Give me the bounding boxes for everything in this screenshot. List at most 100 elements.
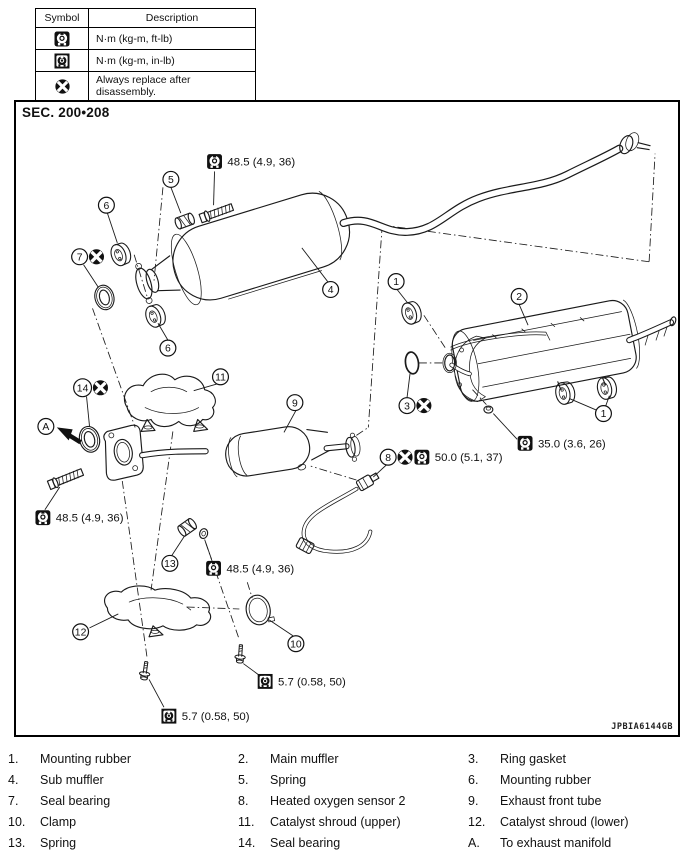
svg-text:9: 9 — [292, 398, 298, 409]
callout-13: 13 — [161, 554, 179, 572]
part-item: A. To exhaust manifold — [460, 832, 694, 853]
exploded-exhaust-diagram: 5 6 7 6 4 1 2 3 1 8 14 A 11 9 13 12 10 4… — [34, 132, 677, 725]
torque-ftlb-icon — [517, 435, 534, 452]
legend-description: N·m (kg-m, ft-lb) — [88, 27, 256, 50]
torque-label-front-flange-bolt: 48.5 (4.9, 36) — [34, 509, 124, 526]
part-item: 5. Spring — [230, 769, 460, 790]
part-item: 13.Spring — [0, 832, 230, 853]
torque-ftlb-icon — [413, 449, 430, 466]
part-item: 9. Exhaust front tube — [460, 790, 694, 811]
svg-text:5.7 (0.58, 50): 5.7 (0.58, 50) — [278, 676, 346, 688]
part-name: Sub muffler — [40, 772, 104, 787]
svg-text:48.5 (4.9, 36): 48.5 (4.9, 36) — [226, 563, 294, 575]
replace-icon — [415, 397, 432, 414]
torque-inlb-icon — [257, 673, 274, 690]
part-item: 10.Clamp — [0, 811, 230, 832]
part-number: 11. — [238, 814, 255, 829]
svg-text:48.5 (4.9, 36): 48.5 (4.9, 36) — [56, 513, 124, 525]
part-number: 5. — [238, 772, 249, 787]
part-name: Seal bearing — [270, 835, 341, 850]
part-number: 4. — [8, 772, 19, 787]
part-name: Mounting rubber — [40, 751, 132, 766]
callout-6b: 6 — [159, 339, 177, 357]
callout-10: 10 — [287, 635, 305, 653]
legend-row: N·m (kg-m, in-lb) — [35, 49, 256, 72]
part-item: 4. Sub muffler — [0, 769, 230, 790]
bolt-front-flange — [46, 468, 85, 491]
legend-row: N·m (kg-m, ft-lb) — [35, 27, 256, 50]
part-number: 12. — [468, 814, 486, 829]
replace-icon — [88, 248, 105, 265]
construction-lines — [92, 153, 656, 658]
torque-label-oxygen-sensor: 50.0 (5.1, 37) — [413, 449, 503, 466]
replace-icon — [92, 379, 109, 396]
diagram-frame: 5 6 7 6 4 1 2 3 1 8 14 A 11 9 13 12 10 4… — [14, 100, 680, 737]
part-item: 8. Heated oxygen sensor 2 — [230, 790, 460, 811]
catalytic-converter — [225, 426, 331, 478]
legend-description: N·m (kg-m, in-lb) — [88, 49, 256, 72]
torque-ftlb-icon — [205, 560, 222, 577]
part-name: Exhaust front tube — [500, 793, 602, 808]
callout-14: 14 — [73, 378, 93, 398]
part-number: 9. — [468, 793, 479, 808]
part-name: Spring — [270, 772, 307, 787]
callout-3: 3 — [398, 397, 416, 415]
part-name: Heated oxygen sensor 2 — [270, 793, 406, 808]
svg-text:8: 8 — [385, 453, 391, 464]
svg-text:1: 1 — [601, 409, 607, 420]
ring-gasket-3 — [404, 351, 420, 375]
callout-6a: 6 — [97, 196, 115, 214]
callout-5: 5 — [162, 170, 180, 188]
sensor-connector — [295, 537, 315, 554]
torque-label-shroud-bolt: 5.7 (0.58, 50) — [160, 708, 250, 725]
svg-text:3: 3 — [404, 401, 410, 412]
parts-list: 1. Mounting rubber 2. Main muffler 3.Ring … — [0, 748, 694, 853]
replace-icon — [55, 79, 70, 94]
callout-4: 4 — [322, 280, 340, 299]
mounting-rubber-1c — [594, 374, 619, 402]
svg-text:6: 6 — [104, 201, 110, 212]
part-name: Ring gasket — [500, 751, 567, 766]
part-name: To exhaust manifold — [500, 835, 612, 850]
torque-label-sub-muffler-bolt: 48.5 (4.9, 36) — [206, 153, 295, 170]
part-number: 7. — [8, 793, 19, 808]
part-number: 1. — [8, 751, 19, 766]
torque-inlb-icon — [160, 708, 177, 725]
callout-A: A — [37, 417, 55, 435]
part-item: 12.Catalyst shroud (lower) — [460, 811, 694, 832]
svg-text:10: 10 — [290, 639, 302, 650]
mounting-rubber-6b — [142, 301, 169, 330]
sub-muffler — [135, 132, 651, 306]
part-item: 3.Ring gasket — [460, 748, 694, 769]
seal-bearing-7 — [91, 282, 118, 313]
callout-2: 2 — [510, 287, 528, 305]
part-name: Mounting rubber — [500, 772, 592, 787]
svg-text:13: 13 — [164, 559, 176, 570]
legend-header-description: Description — [88, 8, 256, 28]
part-number: 8. — [238, 793, 249, 808]
callout-1-bottom: 1 — [594, 405, 612, 423]
torque-ftlb-icon — [34, 509, 51, 526]
muffler-hanger-rod — [450, 331, 551, 351]
replace-icon — [397, 449, 413, 466]
callout-11: 11 — [211, 368, 230, 386]
part-number: A. — [468, 835, 480, 850]
svg-text:35.0 (3.6, 26): 35.0 (3.6, 26) — [538, 438, 606, 450]
part-item: 1. Mounting rubber — [0, 748, 230, 769]
part-name: Clamp — [40, 814, 77, 829]
part-name: Main muffler — [270, 751, 339, 766]
section-label: SEC. 200•208 — [22, 105, 110, 120]
oxygen-sensor — [295, 472, 380, 554]
tail-pipe-hanger — [619, 132, 651, 155]
torque-label-spring-bolt-nut: 48.5 (4.9, 36) — [205, 560, 294, 577]
spring-5 — [174, 212, 195, 230]
bolt-sub-muffler — [198, 203, 235, 224]
svg-text:50.0 (5.1, 37): 50.0 (5.1, 37) — [435, 452, 503, 464]
part-number: 2. — [238, 751, 249, 766]
svg-text:A: A — [42, 422, 49, 433]
exhaust-front-tube — [103, 424, 361, 481]
seal-bearing-14 — [76, 423, 104, 456]
torque-inlb-icon — [54, 53, 70, 69]
part-number: 13. — [8, 835, 26, 850]
